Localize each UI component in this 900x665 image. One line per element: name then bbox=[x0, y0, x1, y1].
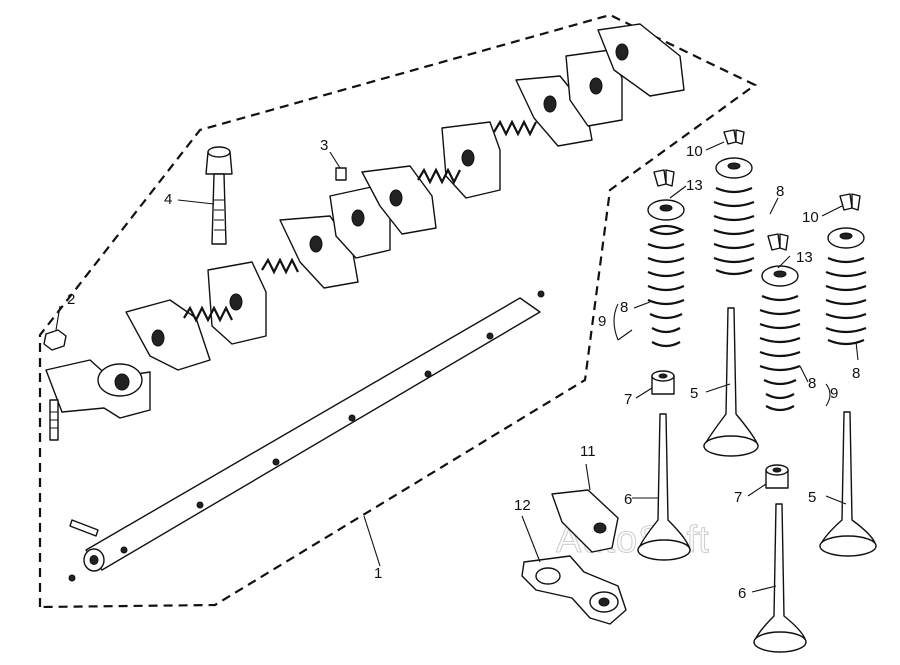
spring-retainer bbox=[827, 227, 865, 249]
valve-spring bbox=[713, 186, 755, 276]
rocker-arm bbox=[441, 121, 501, 199]
shaft-spring bbox=[261, 257, 299, 275]
adjusting-screw bbox=[49, 399, 59, 441]
shaft-spring bbox=[493, 119, 537, 137]
rocker-arm bbox=[207, 261, 267, 345]
callout-8: 8 bbox=[808, 375, 816, 392]
valve-spring bbox=[825, 256, 867, 346]
assembly-boundary bbox=[38, 13, 758, 609]
rocker-arm bbox=[45, 359, 151, 419]
callout-10: 10 bbox=[686, 143, 703, 160]
callout-8: 8 bbox=[620, 299, 628, 316]
bracket bbox=[551, 489, 619, 553]
valve-spring bbox=[759, 294, 801, 412]
valve-stem-seal bbox=[765, 464, 789, 489]
rocker-arm bbox=[361, 165, 437, 235]
callout-9: 9 bbox=[598, 313, 606, 330]
valve-keeper bbox=[767, 233, 789, 251]
shaft-spring bbox=[417, 167, 461, 185]
spring-retainer bbox=[647, 199, 685, 221]
spring-retainer bbox=[715, 157, 753, 179]
callout-10: 10 bbox=[802, 209, 819, 226]
rocker-arm bbox=[565, 49, 623, 127]
callout-13: 13 bbox=[796, 249, 813, 266]
rocker-shaft bbox=[83, 290, 545, 572]
callout-7: 7 bbox=[734, 489, 742, 506]
dowel-pin bbox=[69, 519, 99, 537]
sleeve bbox=[335, 167, 347, 181]
callout-11: 11 bbox=[580, 443, 596, 460]
callout-12: 12 bbox=[514, 497, 531, 514]
shaft-spring bbox=[183, 305, 233, 323]
callout-8: 8 bbox=[852, 365, 860, 382]
valve-keeper bbox=[723, 129, 745, 145]
leader-lines bbox=[55, 141, 859, 593]
callout-5: 5 bbox=[808, 489, 816, 506]
valve-keeper bbox=[653, 169, 675, 187]
intake-valve bbox=[753, 503, 807, 653]
exhaust-valve bbox=[819, 411, 877, 557]
rocker-support bbox=[521, 555, 627, 625]
spring-retainer bbox=[761, 265, 799, 287]
callout-6: 6 bbox=[624, 491, 632, 508]
callout-1: 1 bbox=[374, 565, 382, 582]
nut bbox=[43, 329, 67, 351]
bolt bbox=[205, 146, 233, 245]
valve-keeper bbox=[839, 193, 861, 211]
callout-9: 9 bbox=[830, 385, 838, 402]
plug bbox=[68, 574, 76, 582]
callout-3: 3 bbox=[320, 137, 328, 154]
callout-8: 8 bbox=[776, 183, 784, 200]
rocker-arm bbox=[597, 23, 685, 97]
rocker-arm bbox=[125, 299, 211, 371]
exhaust-valve bbox=[703, 307, 759, 457]
callout-4: 4 bbox=[164, 191, 172, 208]
callout-13: 13 bbox=[686, 177, 703, 194]
valve-stem-seal bbox=[651, 370, 675, 395]
callout-7: 7 bbox=[624, 391, 632, 408]
callout-2: 2 bbox=[67, 291, 75, 308]
callout-5: 5 bbox=[690, 385, 698, 402]
intake-valve bbox=[637, 413, 691, 561]
valve-spring bbox=[647, 224, 685, 348]
callout-6: 6 bbox=[738, 585, 746, 602]
